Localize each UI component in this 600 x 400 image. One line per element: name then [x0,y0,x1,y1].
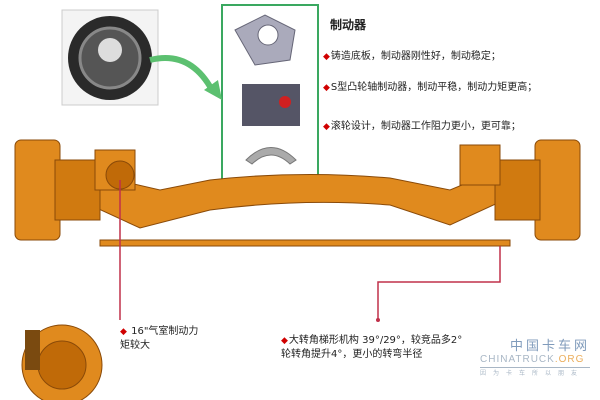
steering-note: ◆大转角梯形机构 39°/29°，较竞品多2° 轮转角提升4°，更小的转弯半径 [281,335,463,360]
diamond-bullet-icon: ◆ [281,336,288,346]
tie-rod [99,239,511,247]
diamond-bullet-icon: ◆ [323,52,330,62]
left-wheel-hub [14,139,136,241]
brake-bullet-1: ◆铸造底板，制动器刚性好，制动稳定； [323,51,501,62]
chinatruck-watermark: 中国卡车网 CHINATRUCK.ORG 因为卡车所以朋友 [480,338,591,377]
brake-drum-photo [61,9,159,106]
right-wheel-hub [459,139,581,241]
diamond-bullet-icon: ◆ [120,327,127,337]
chamber-note: ◆ 16"气室制动力 矩较大 [120,326,199,351]
brake-title: 制动器 [330,18,367,32]
brake-chamber-detail [21,324,103,400]
brake-bullet-2: ◆S型凸轮轴制动器，制动平稳，制动力矩更高； [323,82,538,93]
diamond-bullet-icon: ◆ [323,83,330,93]
diamond-bullet-icon: ◆ [323,122,330,132]
brake-bullet-3: ◆滚轮设计，制动器工作阻力更小，更可靠； [323,121,521,132]
axle-beam [89,164,516,247]
